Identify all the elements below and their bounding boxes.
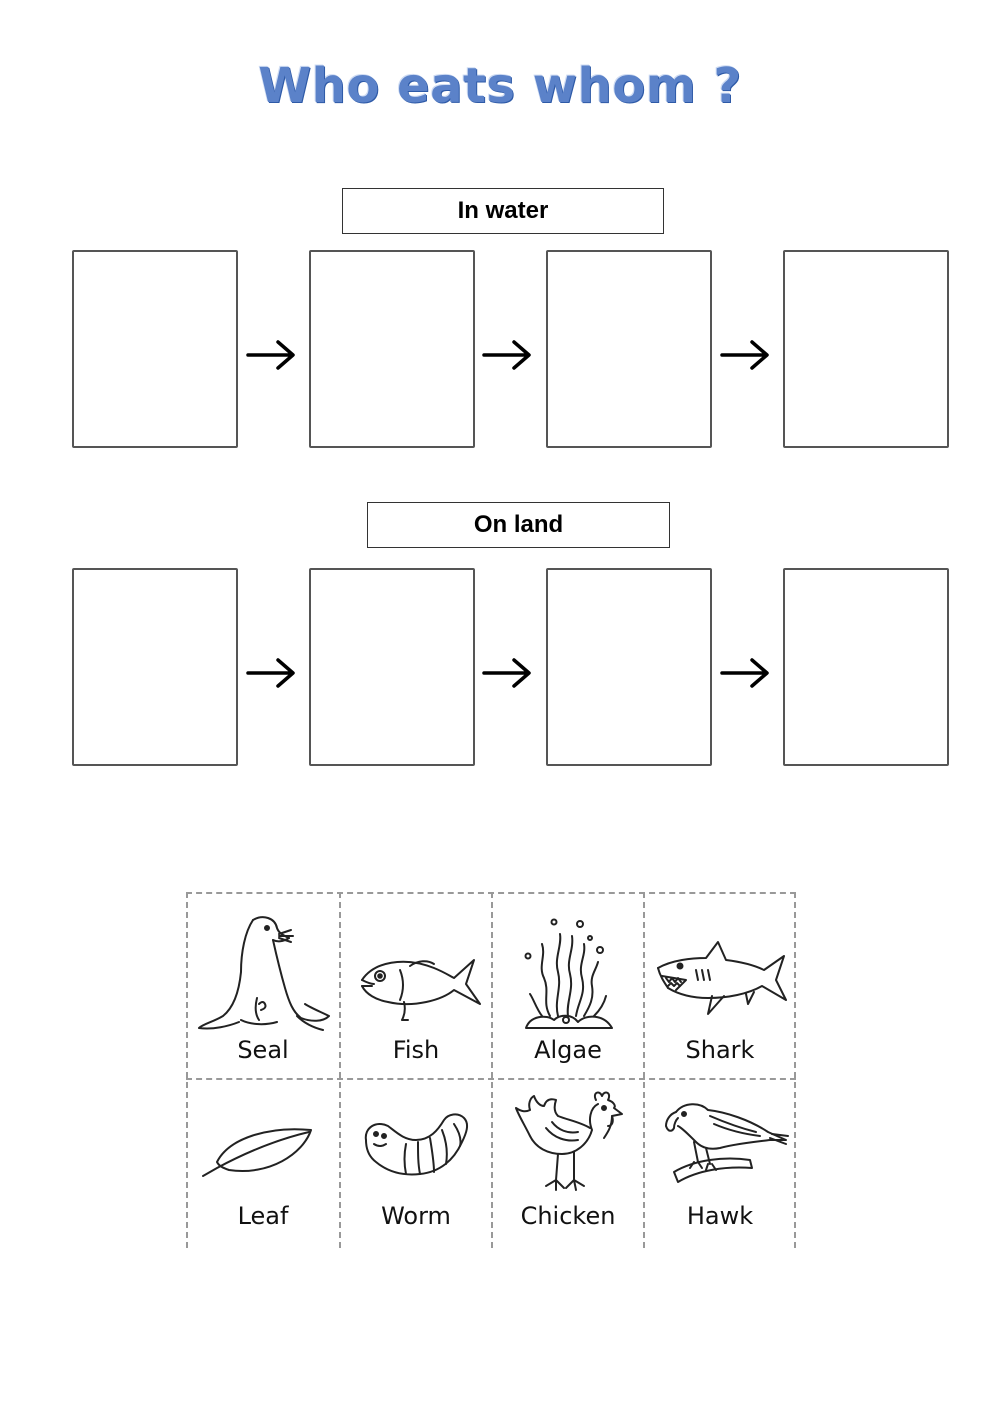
arrow-right-icon	[246, 340, 295, 370]
card-label: Chicken	[520, 1202, 616, 1230]
card-label: Algae	[534, 1036, 602, 1064]
worm-icon	[364, 1113, 469, 1176]
card-leaf[interactable]: Leaf	[187, 1080, 339, 1266]
seal-icon	[198, 916, 330, 1031]
animal-cards-grid: Seal Fish	[186, 892, 796, 1248]
water-chain-box-1[interactable]	[72, 250, 238, 448]
land-chain-box-3[interactable]	[546, 568, 712, 766]
arrow-right-icon	[720, 340, 769, 370]
algae-icon	[524, 918, 613, 1029]
cut-line	[186, 892, 188, 1248]
land-chain-box-2[interactable]	[309, 568, 475, 766]
card-seal[interactable]: Seal	[187, 894, 339, 1080]
card-label: Seal	[237, 1036, 289, 1064]
fish-icon	[361, 959, 481, 1021]
water-chain-box-4[interactable]	[783, 250, 949, 448]
shark-icon	[657, 941, 787, 1015]
card-label: Leaf	[237, 1202, 289, 1230]
arrow-right-icon	[246, 658, 295, 688]
water-chain-box-3[interactable]	[546, 250, 712, 448]
arrow-right-icon	[720, 658, 769, 688]
card-label: Fish	[392, 1036, 440, 1064]
card-algae[interactable]: Algae	[492, 894, 644, 1080]
cut-line	[794, 892, 796, 1248]
cut-line	[491, 892, 493, 1248]
section-label-water: In water	[342, 188, 664, 234]
card-chicken[interactable]: Chicken	[492, 1080, 644, 1266]
chicken-icon	[515, 1091, 623, 1191]
hawk-icon	[665, 1103, 789, 1183]
arrow-right-icon	[482, 658, 531, 688]
cut-line	[339, 892, 341, 1248]
arrow-right-icon	[482, 340, 531, 370]
section-label-land: On land	[367, 502, 670, 548]
water-chain-box-2[interactable]	[309, 250, 475, 448]
card-label: Shark	[685, 1036, 755, 1064]
page-title: Who eats whom ?	[258, 58, 742, 114]
land-chain-box-4[interactable]	[783, 568, 949, 766]
card-worm[interactable]: Worm	[340, 1080, 492, 1266]
leaf-icon	[202, 1128, 312, 1177]
cut-line	[643, 892, 645, 1248]
card-hawk[interactable]: Hawk	[644, 1080, 796, 1266]
card-fish[interactable]: Fish	[340, 894, 492, 1080]
card-shark[interactable]: Shark	[644, 894, 796, 1080]
card-label: Worm	[381, 1202, 451, 1230]
card-label: Hawk	[686, 1202, 754, 1230]
land-chain-box-1[interactable]	[72, 568, 238, 766]
